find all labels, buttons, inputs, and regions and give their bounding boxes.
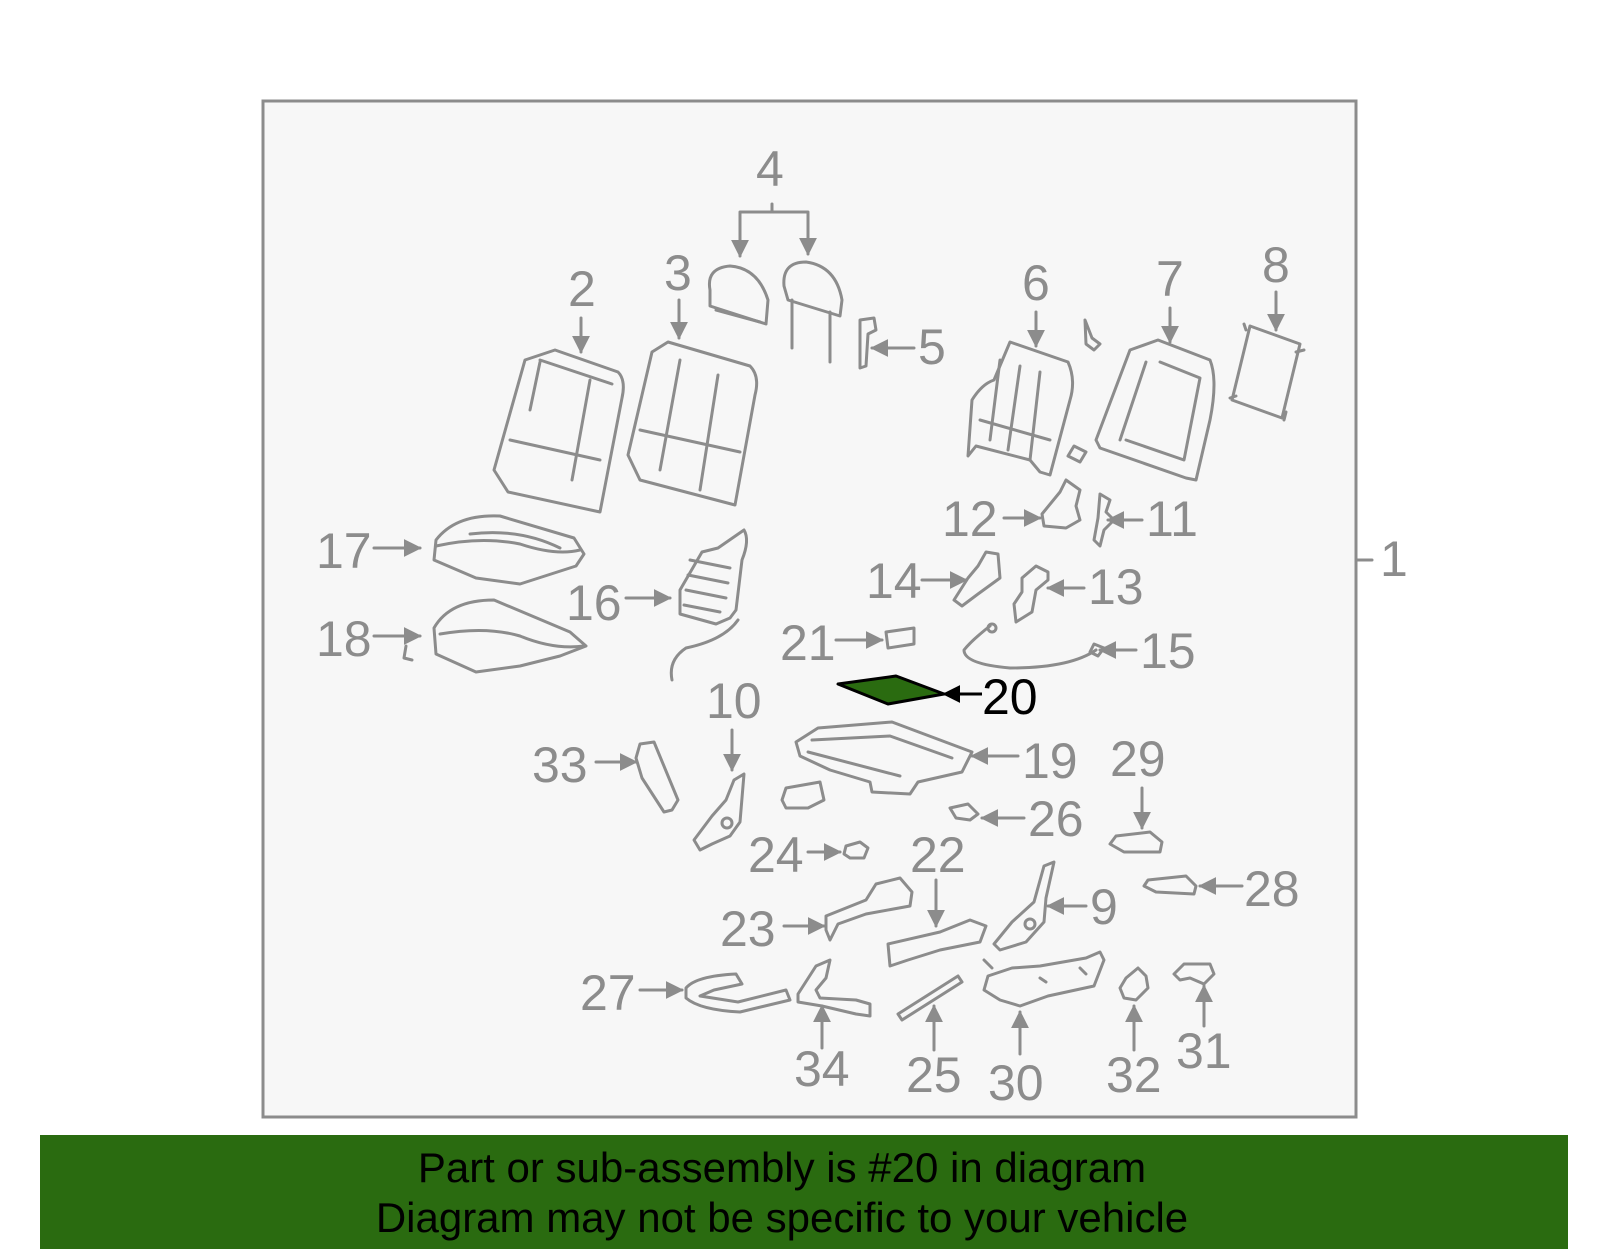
seatback-cover-part [492, 348, 625, 514]
bracket-14-part [952, 550, 1002, 608]
callout-7: 7 [1156, 251, 1184, 307]
callout-16: 16 [566, 575, 622, 631]
callout-4: 4 [756, 141, 784, 197]
clip-26-part [948, 802, 980, 822]
callout-34: 34 [794, 1041, 850, 1097]
seatback-frame-part [966, 318, 1102, 477]
callout-28: 28 [1244, 861, 1300, 917]
recliner-9-part [992, 860, 1056, 952]
callout-25: 25 [906, 1047, 962, 1103]
callout-1: 1 [1380, 531, 1408, 587]
bracket-34-part [796, 958, 872, 1018]
callout-18: 18 [316, 611, 372, 667]
caption-line-1: Part or sub-assembly is #20 in diagram [417, 1144, 1147, 1191]
track-22-part [886, 918, 988, 968]
caption-line-2: Diagram may not be specific to your vehi… [375, 1194, 1189, 1241]
wire-27-part [684, 972, 792, 1014]
callout-8: 8 [1262, 237, 1290, 293]
callout-12: 12 [942, 491, 998, 547]
callout-2: 2 [568, 261, 596, 317]
track-23-part [824, 876, 914, 942]
caption-banner: Part or sub-assembly is #20 in diagram D… [40, 1135, 1568, 1249]
diagram-frame [261, 99, 1358, 1119]
callout-21: 21 [780, 615, 836, 671]
seatback-pad-part [626, 340, 759, 507]
callout-26: 26 [1028, 791, 1084, 847]
callout-15: 15 [1140, 623, 1196, 679]
cushion-pad-part [402, 598, 588, 674]
callout-19: 19 [1022, 733, 1078, 789]
callout-11: 11 [1146, 491, 1198, 547]
part-32 [1118, 966, 1150, 1002]
seat-module-part [1228, 322, 1306, 422]
seat-pan-part [794, 720, 974, 796]
cushion-cover-part [432, 514, 586, 586]
callout-31: 31 [1176, 1023, 1232, 1079]
callout-30: 30 [988, 1055, 1044, 1111]
callout-22: 22 [910, 827, 966, 883]
callout-3: 3 [664, 245, 692, 301]
pad-21-part [884, 626, 916, 650]
callout-6: 6 [1022, 255, 1050, 311]
part-31 [1172, 962, 1216, 986]
headrest-part [707, 260, 844, 364]
callout-20: 20 [982, 669, 1038, 725]
cover-12-part [1040, 478, 1082, 530]
lumbar-support-part [669, 528, 749, 682]
bracket-28-part [1142, 874, 1198, 896]
callout-24: 24 [748, 827, 804, 883]
back-panel-part [1094, 338, 1216, 482]
bracket-13-part [1012, 564, 1050, 624]
callout-27: 27 [580, 965, 636, 1021]
callout-14: 14 [866, 553, 922, 609]
callout-33: 33 [532, 737, 588, 793]
headrest-guide-part [858, 316, 878, 370]
callout-10: 10 [706, 673, 762, 729]
bracket-part [780, 780, 826, 810]
callout-5: 5 [918, 319, 946, 375]
callout-32: 32 [1106, 1047, 1162, 1103]
callout-13: 13 [1088, 559, 1144, 615]
side-cover-10-part [692, 772, 746, 852]
side-cover-30-part [982, 950, 1106, 1008]
callout-29: 29 [1110, 731, 1166, 787]
clip-24-part [842, 840, 870, 860]
rod-25-part [896, 974, 964, 1022]
callout-23: 23 [720, 901, 776, 957]
callout-9: 9 [1090, 879, 1118, 935]
callout-17: 17 [316, 523, 372, 579]
bracket-11-part [1092, 492, 1116, 548]
bracket-29-part [1108, 830, 1164, 854]
